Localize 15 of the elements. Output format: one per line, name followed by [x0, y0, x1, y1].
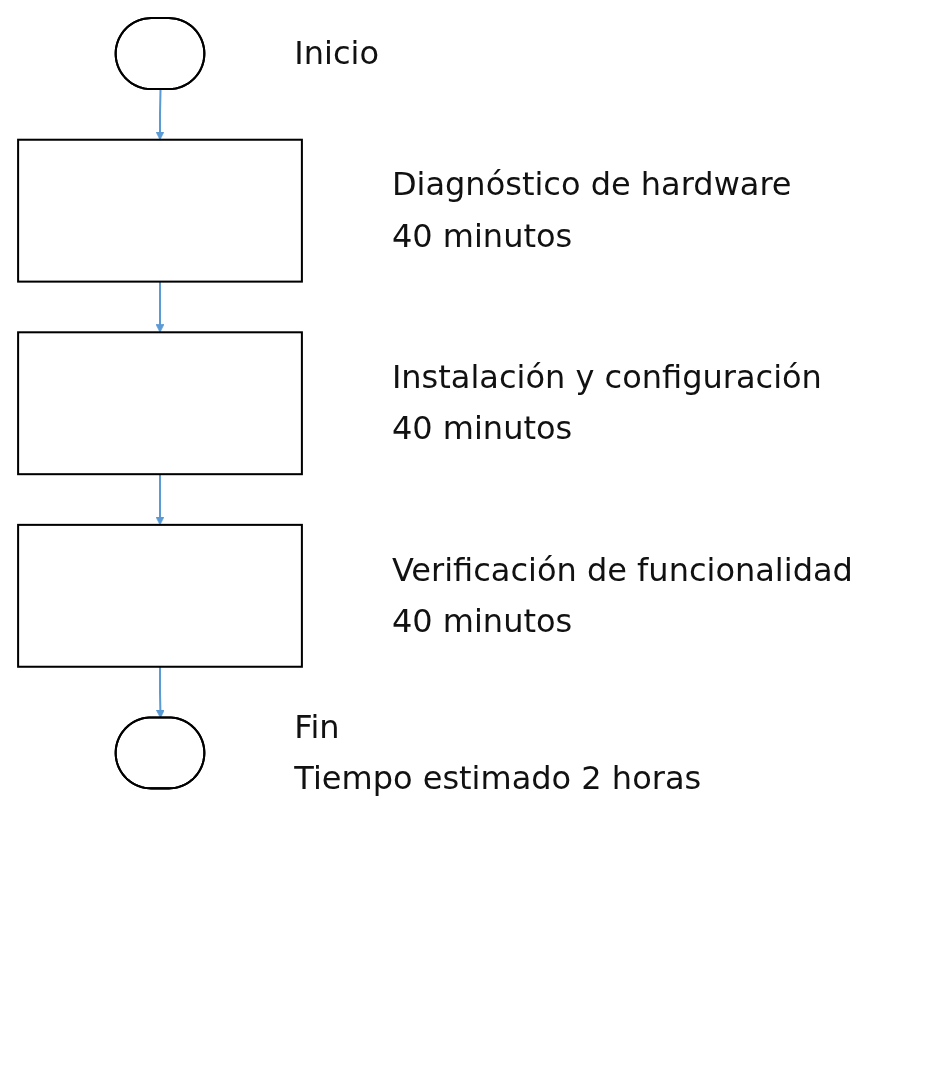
process-box [17, 138, 303, 283]
step-caption: Diagnóstico de hardware [391, 164, 792, 206]
process-box [17, 523, 303, 668]
step-caption: 40 minutos [391, 408, 573, 450]
terminal-shape [114, 17, 206, 91]
step-caption: Tiempo estimado 2 horas [294, 757, 702, 799]
step-caption: Inicio [294, 33, 379, 74]
step-caption: Fin [294, 706, 340, 748]
step-caption: 40 minutos [391, 215, 573, 257]
terminal-shape [114, 716, 206, 790]
process-box [17, 331, 303, 476]
step-caption: 40 minutos [391, 600, 573, 642]
step-caption: Instalación y configuración [391, 357, 822, 399]
step-caption: Verificación de funcionalidad [391, 549, 853, 591]
arrow [155, 281, 165, 333]
